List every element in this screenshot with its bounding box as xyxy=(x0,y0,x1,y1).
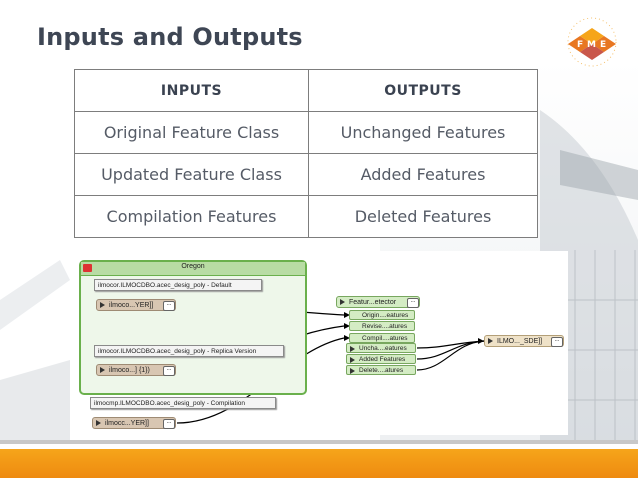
input-cell: Original Feature Class xyxy=(74,111,309,154)
output-port[interactable]: Added Features xyxy=(346,354,416,364)
footer-divider xyxy=(0,440,638,444)
output-port[interactable]: Delete....atures xyxy=(346,365,416,375)
fme-logo: F M E xyxy=(560,14,624,70)
input-port[interactable]: Origin....eatures xyxy=(349,310,415,320)
expand-arrow-icon[interactable] xyxy=(100,367,105,373)
input-port[interactable]: Compil....atures xyxy=(349,333,415,343)
table-row: Original Feature Class Unchanged Feature… xyxy=(74,111,538,154)
expand-arrow-icon[interactable] xyxy=(96,420,101,426)
table-row: Updated Feature Class Added Features xyxy=(74,153,538,196)
input-cell: Compilation Features xyxy=(74,195,309,238)
output-port[interactable]: Uncha....eatures xyxy=(346,343,416,353)
svg-text:E: E xyxy=(600,40,606,50)
inputs-outputs-table: INPUTS OUTPUTS Original Feature Class Un… xyxy=(74,69,538,238)
more-options-icon[interactable]: ... xyxy=(163,366,175,376)
expand-arrow-icon[interactable] xyxy=(350,346,355,352)
more-options-icon[interactable]: ... xyxy=(163,301,175,311)
table-header-row: INPUTS OUTPUTS xyxy=(74,69,538,112)
transformer-node[interactable]: Featur...etector ... xyxy=(336,296,420,308)
expand-arrow-icon[interactable] xyxy=(100,302,105,308)
group-title: Oregon xyxy=(181,263,205,270)
reader-node[interactable]: ilmocc...YER]] ... xyxy=(92,417,176,429)
group-header: Oregon xyxy=(81,262,305,276)
bookmark-default: ilmocor.ILMOCDBO.acec_desig_poly - Defau… xyxy=(94,279,262,291)
more-options-icon[interactable]: ... xyxy=(163,419,175,429)
workbench-canvas: Oregon ilmocor.ILMOCDBO.acec_desig_poly … xyxy=(74,251,568,435)
bookmark-compilation: ilmocmp.ILMOCDBO.acec_desig_poly - Compi… xyxy=(90,397,276,409)
output-cell: Deleted Features xyxy=(308,195,538,238)
input-port[interactable]: Revise....atures xyxy=(349,321,415,331)
expand-arrow-icon[interactable] xyxy=(350,368,355,374)
expand-arrow-icon[interactable] xyxy=(488,338,493,344)
output-cell: Added Features xyxy=(308,153,538,196)
reader-node[interactable]: ilmoco...] {1}) ... xyxy=(96,364,176,376)
svg-text:F: F xyxy=(577,40,583,50)
expand-arrow-icon[interactable] xyxy=(350,357,355,363)
page-title: Inputs and Outputs xyxy=(37,23,303,51)
output-cell: Unchanged Features xyxy=(308,111,538,154)
bookmark-replica: ilmocor.ILMOCDBO.acec_desig_poly - Repli… xyxy=(94,345,284,357)
group-icon xyxy=(83,264,92,272)
more-options-icon[interactable]: ... xyxy=(551,337,563,347)
footer-bar xyxy=(0,440,638,478)
footer-orange-band xyxy=(0,449,638,478)
reader-node[interactable]: ilmoco...YER]] ... xyxy=(96,299,176,311)
outputs-header: OUTPUTS xyxy=(308,69,538,112)
input-cell: Updated Feature Class xyxy=(74,153,309,196)
expand-arrow-icon[interactable] xyxy=(340,299,345,305)
svg-text:M: M xyxy=(587,40,596,50)
writer-node[interactable]: ILMO..._SDE]] ... xyxy=(484,335,564,347)
more-options-icon[interactable]: ... xyxy=(407,298,419,308)
inputs-header: INPUTS xyxy=(74,69,309,112)
table-row: Compilation Features Deleted Features xyxy=(74,195,538,238)
